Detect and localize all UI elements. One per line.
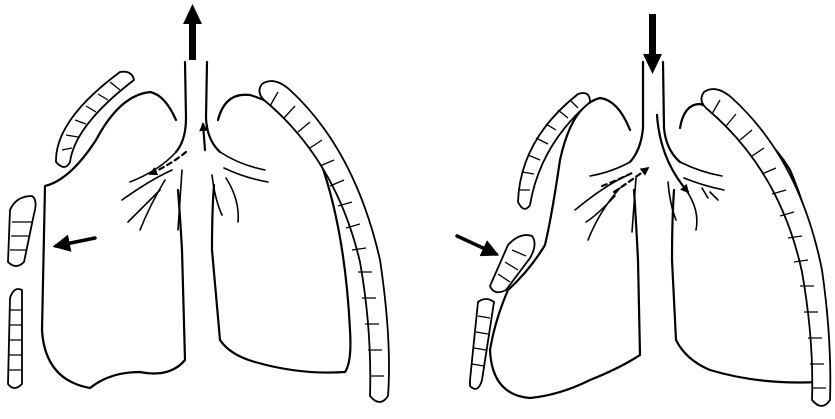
left-chest-wall-arrow [56,238,95,246]
left-trachea [176,62,220,152]
airflow-in-arrow [643,14,662,74]
right-trachea [630,62,680,162]
left-panel [8,4,389,402]
right-panel [457,14,830,406]
right-bronchi [575,162,724,240]
left-panel-ribs-left [8,72,134,388]
right-inner-dashed-arrow-2 [602,172,634,186]
right-panel-ribs-right [701,89,830,406]
right-chest-wall-arrow [457,236,496,254]
left-inner-airflow-arrow [203,124,205,150]
left-panel-ribs-right [259,81,389,402]
left-inner-dashed-arrow [150,152,186,174]
right-panel-ribs-left [470,93,590,389]
airflow-out-arrow [183,4,202,60]
left-bronchi [122,152,268,230]
